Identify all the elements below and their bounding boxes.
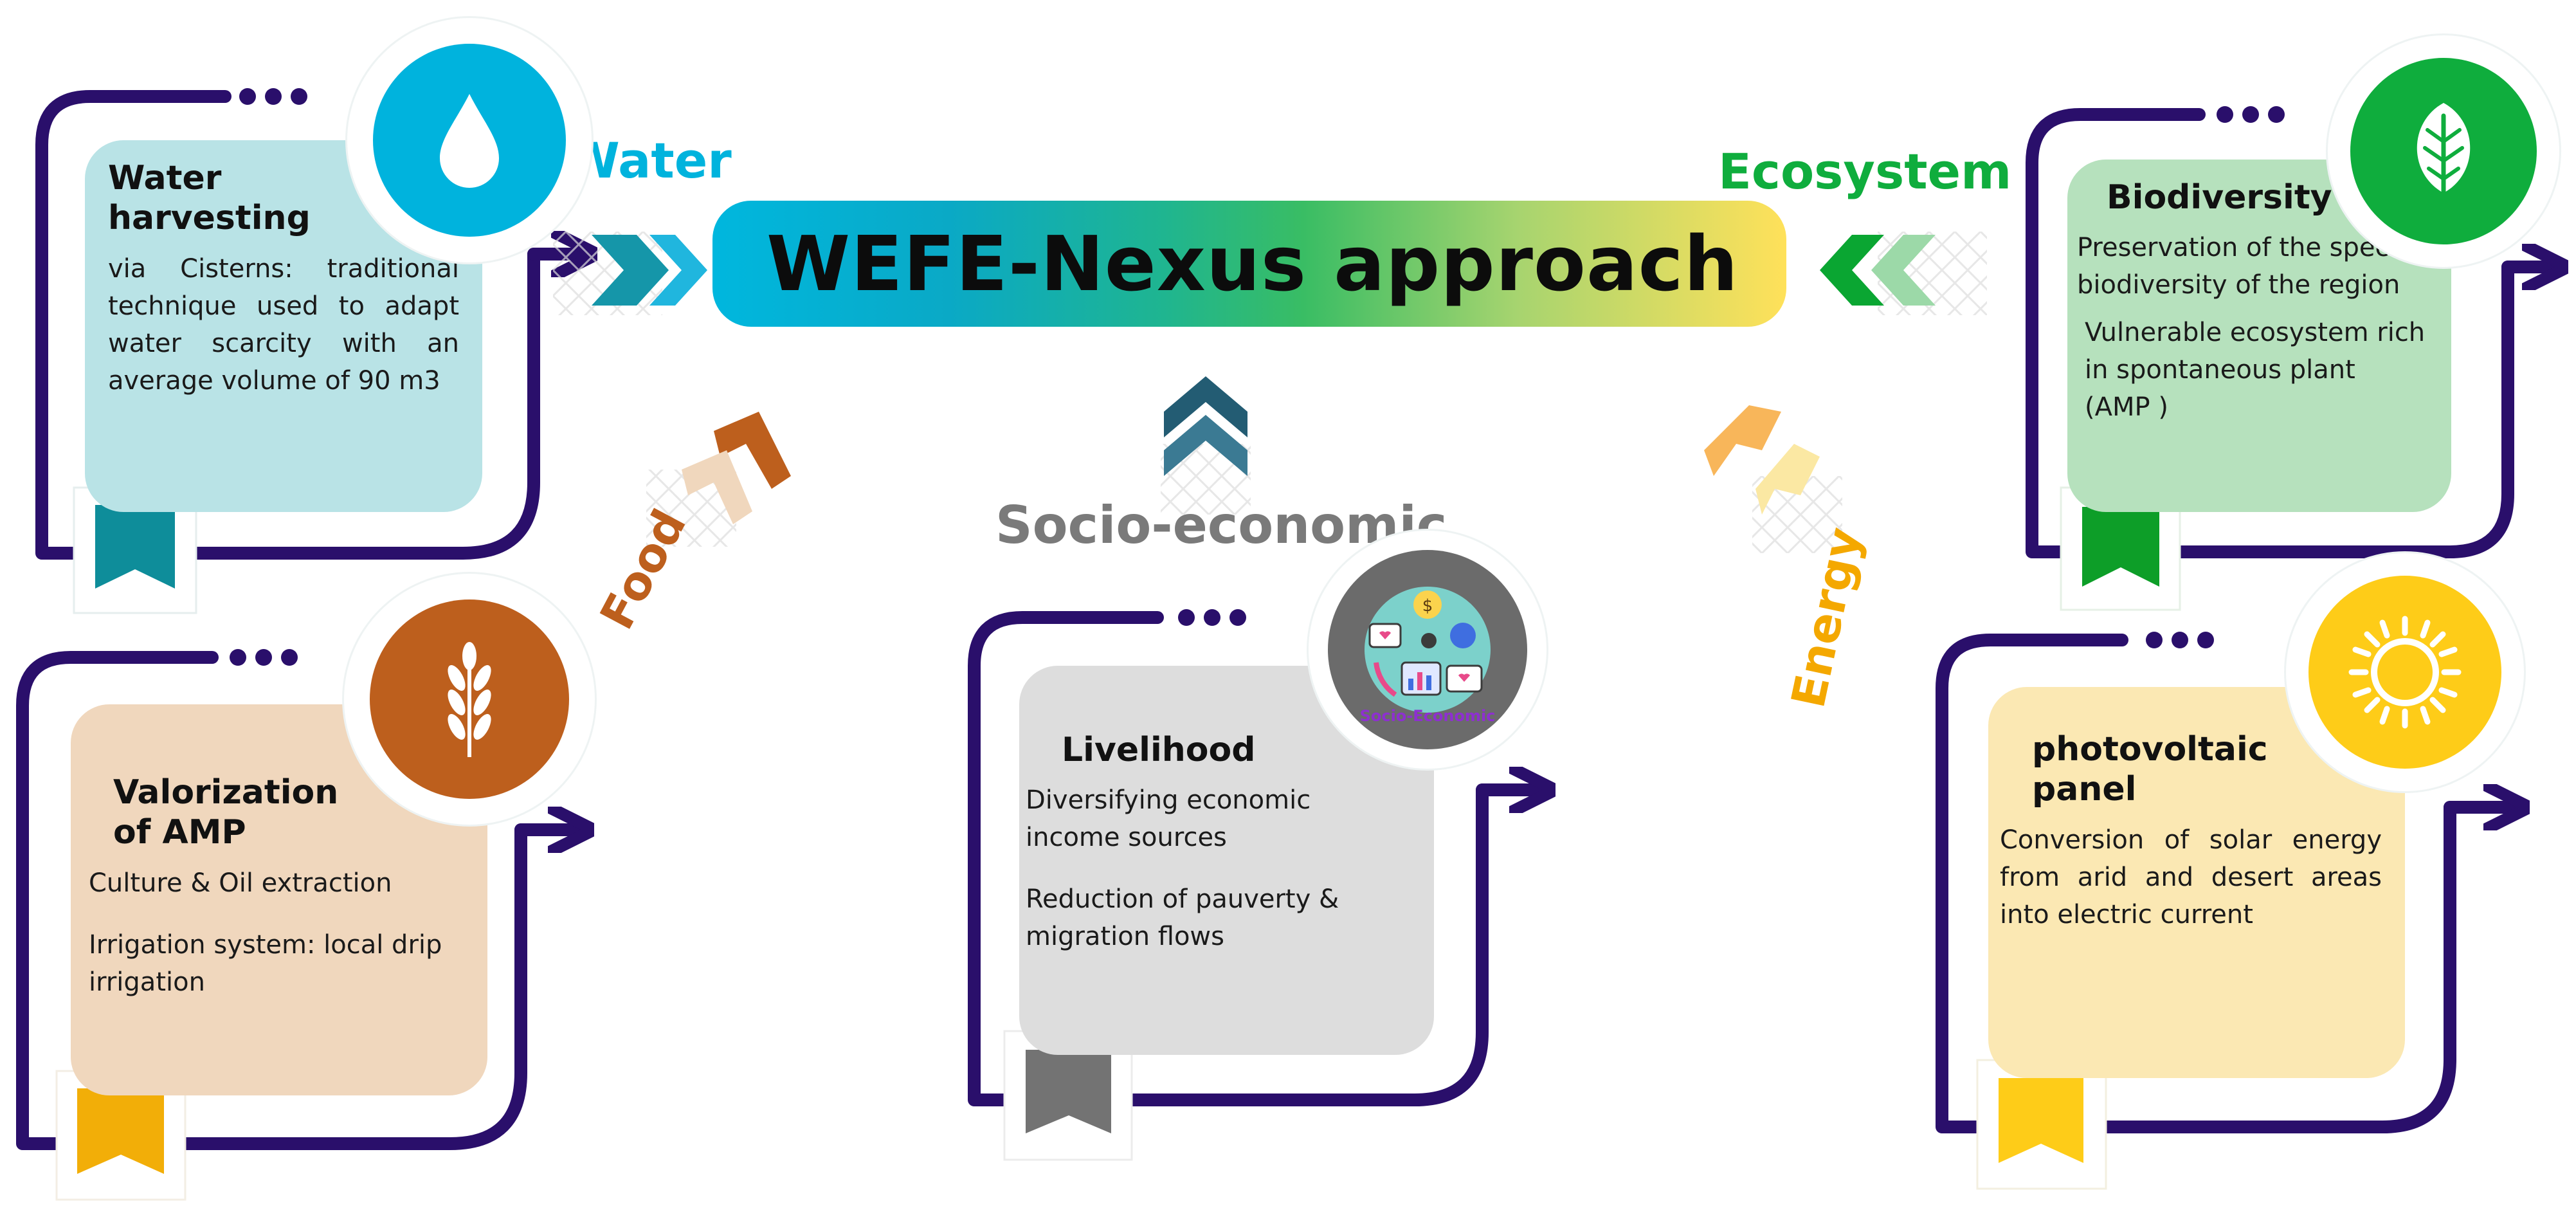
- card-food-heading: Valorization of AMP: [113, 773, 339, 852]
- water-chevrons: [553, 232, 707, 315]
- main-title-banner: WEFE-Nexus approach: [712, 201, 1786, 327]
- energy-icon-circle: [2286, 553, 2524, 791]
- bookmark-socio: [1003, 1030, 1133, 1161]
- label-water: Water: [566, 132, 732, 189]
- bookmark-energy: [1976, 1059, 2107, 1190]
- leaf-icon: [2417, 103, 2471, 205]
- card-socio-text-2: Reduction of pauverty & migration flows: [1026, 884, 1339, 952]
- socio-economic-icon: $: [1365, 587, 1491, 713]
- ecosystem-frame: [2026, 108, 2550, 558]
- card-water-heading: Water harvesting: [108, 159, 311, 238]
- ecosystem-chevrons: [1820, 232, 1987, 315]
- svg-text:$: $: [1422, 596, 1433, 616]
- main-title: WEFE-Nexus approach: [766, 219, 1739, 308]
- card-ecosystem-heading: Biodiversity: [2107, 178, 2332, 217]
- card-water-harvesting: Water harvesting via Cisterns: tradition…: [85, 140, 482, 512]
- card-water-text: via Cisterns: traditional technique used…: [108, 253, 459, 396]
- water-drop-icon: [440, 94, 499, 188]
- card-ecosystem-text-2: Vulnerable ecosystem rich in spontaneous…: [2085, 318, 2426, 423]
- card-valorization-amp: Valorization of AMP Culture & Oil extrac…: [71, 704, 487, 1095]
- wheat-icon: [448, 642, 491, 757]
- food-frame: [16, 651, 576, 1150]
- sun-icon: [2348, 616, 2462, 729]
- socio-icon-circle: $ Socio-Economic: [1309, 531, 1547, 769]
- socio-frame-dots: [1178, 609, 1246, 626]
- socio-icon-label: Socio-Economic: [1359, 707, 1496, 725]
- energy-chevrons: [1704, 405, 1842, 553]
- card-food-text-1: Culture & Oil extraction: [89, 868, 392, 898]
- card-socio-heading: Livelihood: [1062, 731, 1256, 769]
- water-icon-circle: [347, 18, 592, 262]
- ecosystem-frame-dots: [2217, 106, 2285, 123]
- water-frame-dots: [239, 88, 307, 105]
- card-energy-text: Conversion of solar energy from arid and…: [2000, 825, 2382, 929]
- socio-frame: [968, 611, 1537, 1106]
- socio-chevrons: [1161, 376, 1251, 515]
- card-energy-heading: photovoltaic panel: [2032, 730, 2268, 809]
- card-food-text-2: Irrigation system: local drip irrigation: [89, 929, 442, 997]
- food-frame-dots: [230, 649, 298, 666]
- energy-frame-dots: [2146, 632, 2214, 648]
- energy-frame: [1936, 634, 2511, 1133]
- label-ecosystem: Ecosystem: [1718, 143, 2012, 200]
- card-socio-text-1: Diversifying economic income sources: [1026, 785, 1311, 853]
- ecosystem-icon-circle: [2328, 35, 2559, 267]
- food-chevrons: [646, 412, 791, 547]
- food-icon-circle: [344, 574, 595, 825]
